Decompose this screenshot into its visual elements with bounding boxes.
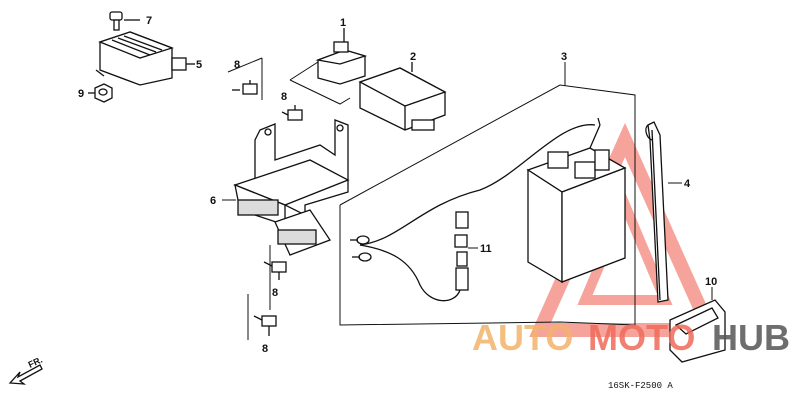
callout-8-d: 8: [262, 343, 268, 355]
svg-text:HUB: HUB: [712, 317, 790, 358]
part-3-group-outline: [339, 84, 636, 326]
drawing-code: 16SK-F2500 A: [608, 381, 673, 391]
callout-6: 6: [210, 195, 216, 207]
svg-text:AUTO: AUTO: [472, 317, 573, 358]
watermark-text: AUTO MOTO HUB: [472, 317, 790, 358]
callout-4: 4: [684, 178, 691, 190]
battery: [526, 117, 627, 284]
callout-8-b: 8: [281, 91, 287, 103]
callout-2: 2: [410, 51, 416, 63]
part-8-bolt-c: [263, 261, 287, 280]
part-8-bolt-a: [232, 80, 258, 95]
callout-11: 11: [480, 243, 492, 255]
callout-7: 7: [146, 15, 152, 27]
part-8-bolt-b: [281, 105, 303, 121]
callout-8-c: 8: [272, 287, 278, 299]
svg-text:MOTO: MOTO: [588, 317, 695, 358]
part-4-battery-strap: [645, 121, 669, 303]
part-10-rubber-pad: [669, 299, 726, 363]
part-8-bolt-d: [253, 315, 277, 336]
callout-3: 3: [561, 51, 567, 63]
part-9-nut: [88, 83, 113, 103]
part-1-relay: [315, 28, 368, 85]
callout-10: 10: [705, 276, 717, 288]
front-direction-arrow-icon: [8, 364, 43, 385]
cable-terminal: [350, 235, 372, 262]
part-6-battery-bracket: [233, 119, 350, 256]
battery-cable: [359, 124, 596, 246]
callout-8-a: 8: [234, 59, 240, 71]
callout-5: 5: [196, 59, 202, 71]
part-11-breather-tube: [454, 211, 469, 291]
part-7-screw: [109, 11, 140, 31]
part-2-control-unit: [358, 62, 447, 131]
callout-9: 9: [78, 88, 84, 100]
callout-1: 1: [340, 17, 346, 29]
part-5-regulator: [95, 31, 195, 86]
